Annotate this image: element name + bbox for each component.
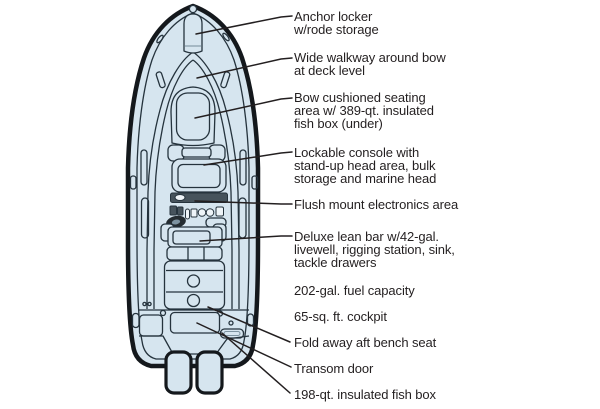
stern-pocket-starboard — [246, 313, 255, 327]
leader-transom-door — [196, 322, 292, 368]
deck-hatch-1 — [186, 274, 201, 288]
gauge-box-3 — [190, 208, 198, 218]
callout-line: Wide walkway around bow — [294, 50, 446, 65]
transom-door-step-inner — [223, 330, 241, 337]
port-stern-box — [138, 314, 164, 337]
deck-fitting-1 — [142, 301, 147, 307]
walkway-step-starboard — [220, 71, 231, 89]
leader-lean-bar — [199, 235, 293, 242]
rod-pocket-port-1 — [140, 149, 148, 186]
deck-fitting-2 — [147, 301, 152, 307]
callout-line: w/rode storage — [294, 22, 379, 37]
gunwale-pocket-port — [129, 175, 137, 190]
coaming-inner-line — [153, 59, 233, 309]
gauge-dial-2 — [205, 208, 215, 217]
dash-compass-icon — [174, 194, 186, 201]
leader-aft-fish-box — [221, 332, 291, 394]
callout-line: Deluxe lean bar w/42-gal. — [294, 229, 439, 244]
gunwale-pocket-starboard — [251, 175, 259, 190]
coaming-outer-line — [146, 51, 240, 309]
callout-line: 198-qt. insulated fish box — [294, 387, 436, 402]
electronics-dash-panel — [170, 192, 228, 203]
callout-line: Anchor locker — [294, 9, 373, 24]
callout-cockpit: 65-sq. ft. cockpit — [294, 310, 387, 323]
throttle-lever — [185, 208, 190, 220]
leader-walkway — [196, 57, 293, 79]
anchor-locker-hatch — [183, 13, 203, 54]
callout-lean-bar: Deluxe lean bar w/42-gal. livewell, rigg… — [294, 230, 455, 269]
callout-fuel: 202-gal. fuel capacity — [294, 284, 415, 297]
callout-line: area w/ 389-qt. insulated — [294, 103, 434, 118]
callout-line: 65-sq. ft. cockpit — [294, 309, 387, 324]
bow-cleat-starboard-icon — [222, 32, 230, 42]
leader-anchor-locker — [195, 15, 293, 35]
engine-port — [164, 350, 193, 395]
lean-bar-cushions — [166, 246, 223, 261]
callout-line: 202-gal. fuel capacity — [294, 283, 415, 298]
callout-console: Lockable console with stand-up head area… — [294, 146, 436, 185]
gauge-box-2 — [177, 206, 184, 216]
livewell-lid — [172, 230, 211, 245]
callout-bow-seating: Bow cushioned seating area w/ 389-qt. in… — [294, 91, 434, 130]
drain-fitting — [228, 320, 234, 326]
gauge-box-4 — [215, 206, 224, 217]
callout-line: at deck level — [294, 63, 365, 78]
callout-aft-fish-box: 198-qt. insulated fish box — [294, 388, 436, 401]
console-windshield — [177, 163, 221, 189]
console-top — [171, 158, 227, 193]
callout-line: Bow cushioned seating — [294, 90, 426, 105]
callout-line: stand-up head area, bulk — [294, 158, 436, 173]
bow-light-icon — [188, 4, 198, 14]
callout-electronics: Flush mount electronics area — [294, 198, 458, 211]
callout-line: fish box (under) — [294, 116, 383, 131]
callout-anchor-locker: Anchor locker w/rode storage — [294, 10, 379, 36]
callout-line: storage and marine head — [294, 171, 437, 186]
console-seat-backbar — [181, 147, 212, 158]
callout-transom-door: Transom door — [294, 362, 373, 375]
leader-aft-bench — [207, 306, 291, 343]
callout-line: tackle drawers — [294, 255, 377, 270]
engine-starboard — [195, 350, 224, 395]
callout-line: Fold away aft bench seat — [294, 335, 437, 350]
inner-gunwale-line — [136, 12, 250, 360]
leader-electronics — [194, 200, 293, 205]
leader-console — [203, 151, 293, 166]
deck-hatch-2 — [186, 293, 201, 308]
rod-pocket-port-2 — [140, 197, 150, 239]
leader-bow-seating — [194, 97, 293, 119]
cupholder-port — [159, 309, 167, 317]
bow-cleat-port-icon — [156, 34, 164, 44]
callout-walkway: Wide walkway around bow at deck level — [294, 51, 446, 77]
gauge-box-1 — [169, 205, 177, 216]
rod-pocket-starboard-1 — [239, 149, 247, 186]
gauge-dial-1 — [197, 208, 207, 217]
callout-line: Lockable console with — [294, 145, 420, 160]
callout-line: Transom door — [294, 361, 374, 376]
callout-aft-bench: Fold away aft bench seat — [294, 336, 436, 349]
steering-wheel-hub — [171, 219, 181, 225]
callout-line: livewell, rigging station, sink, — [294, 242, 455, 257]
bow-seating-cushion — [175, 92, 211, 141]
callout-line: Flush mount electronics area — [294, 197, 459, 212]
bow-seating — [170, 86, 216, 147]
walkway-step-port — [155, 71, 166, 89]
